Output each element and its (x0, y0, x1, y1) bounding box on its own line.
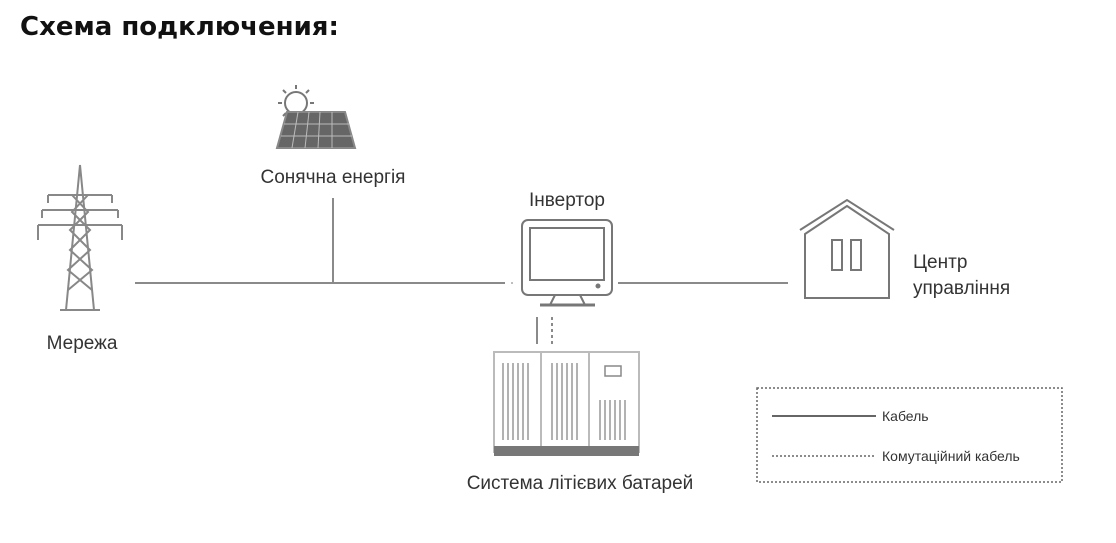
battery-label: Система літієвих батарей (467, 473, 694, 494)
control-center-label-line2: управління (913, 278, 1010, 299)
legend-cable-label: Кабель (882, 408, 929, 424)
inverter-label: Інвертор (529, 190, 605, 211)
legend-comm-cable-label: Комутаційний кабель (882, 448, 1020, 464)
grid-label: Мережа (47, 333, 118, 354)
legend: Кабель Комутаційний кабель (756, 387, 1063, 483)
power-tower-icon (37, 164, 123, 311)
page-title: Схема подключения: (20, 12, 339, 42)
solar-label: Сонячна енергія (261, 167, 406, 188)
house-icon (799, 198, 895, 299)
inverter-monitor-icon (521, 219, 613, 307)
control-center-label-line1: Центр (913, 252, 967, 273)
cable-lines (135, 198, 788, 344)
battery-cabinet-icon (493, 351, 640, 456)
solar-panel-icon (275, 85, 357, 149)
